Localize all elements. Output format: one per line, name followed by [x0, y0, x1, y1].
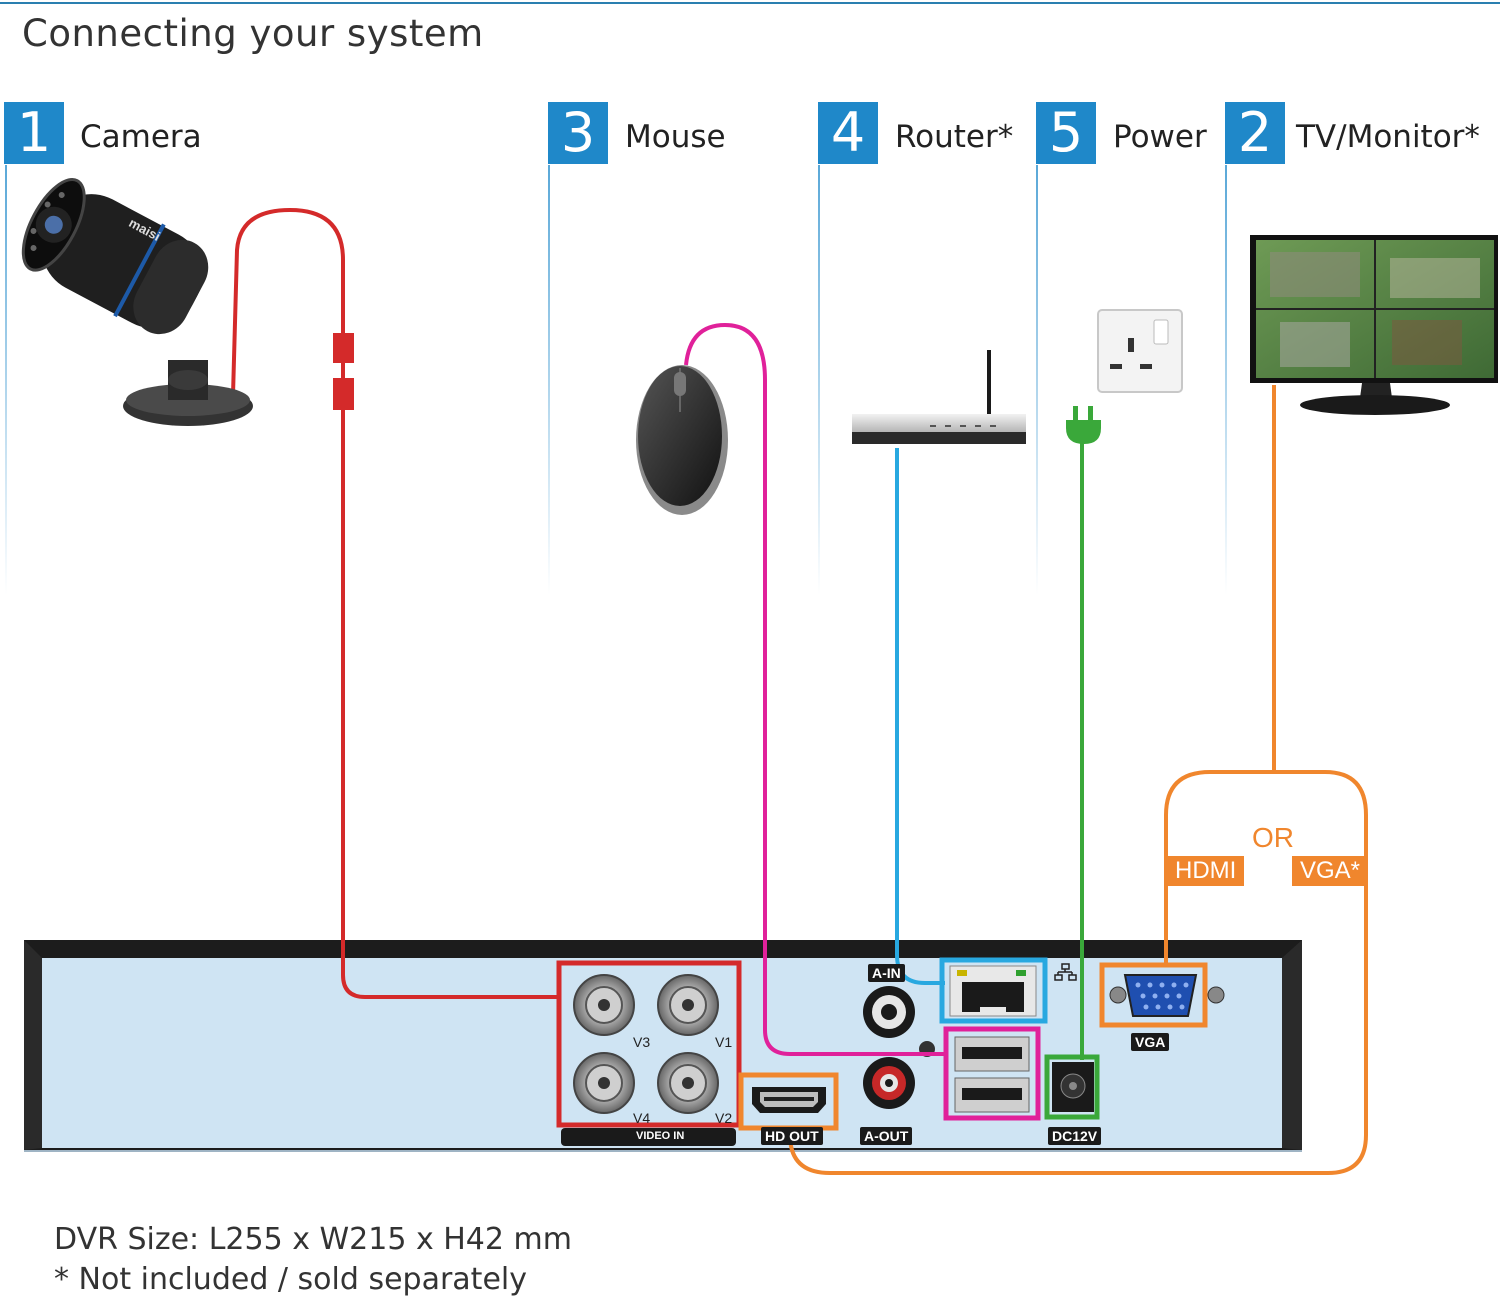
a-out-jack: [863, 1057, 915, 1109]
page-title: Connecting your system: [22, 12, 484, 55]
vga-port: [1109, 974, 1225, 1017]
step-number-router: 4: [818, 102, 878, 164]
mouse-device: [636, 365, 728, 515]
vga-tag: VGA*: [1292, 856, 1369, 886]
guide-line-router: [818, 165, 820, 595]
network-icon: [1054, 963, 1077, 981]
lan-port: [949, 965, 1037, 1017]
power-plug-icon: [1066, 406, 1101, 444]
step-label-mouse: Mouse: [625, 119, 726, 155]
router-cable: [895, 448, 945, 985]
step-label-camera: Camera: [80, 119, 202, 155]
step-number-mouse: 3: [548, 102, 608, 164]
step-label-monitor: TV/Monitor*: [1296, 119, 1480, 155]
a-out-label: A-OUT: [860, 1127, 913, 1145]
step-number-monitor: 2: [1225, 102, 1285, 164]
guide-line-power: [1036, 165, 1038, 595]
bnc-v3: [573, 974, 635, 1036]
step-label-router: Router*: [895, 119, 1014, 155]
vga-highlight: [1099, 962, 1208, 1028]
camera-connector-bottom: [333, 378, 354, 410]
video-in-highlight: [556, 960, 742, 1128]
monitor-cable-loop: [788, 770, 1368, 1175]
lan-highlight: [939, 957, 1048, 1024]
v4-label: V4: [633, 1110, 651, 1126]
or-label: OR: [1252, 822, 1294, 853]
step-number-power: 5: [1036, 102, 1096, 164]
guide-line-mouse: [548, 165, 550, 595]
video-in-label: VIDEO IN: [636, 1130, 685, 1142]
v2-label: V2: [715, 1110, 733, 1126]
monitor-device: [1250, 235, 1498, 415]
step-label-power: Power: [1113, 119, 1207, 155]
v3-label: V3: [633, 1034, 651, 1050]
hd-out-label: HD OUT: [761, 1127, 823, 1145]
bnc-connectors: [573, 974, 719, 1114]
dc-jack: [1052, 1062, 1094, 1112]
camera-connector-top: [333, 333, 354, 363]
camera-device: [21, 177, 253, 426]
guide-line-monitor: [1225, 165, 1227, 595]
router-device: [852, 350, 1026, 444]
dvr-recorder: [24, 940, 1302, 1152]
guide-line-camera: [5, 165, 7, 595]
dvr-size-text: DVR Size: L255 x W215 x H42 mm: [54, 1222, 572, 1257]
mouse-cable: [684, 322, 948, 1056]
usb-highlight: [943, 1026, 1041, 1121]
dc12v-label: DC12V: [1048, 1127, 1102, 1145]
bnc-v4: [573, 1052, 635, 1114]
camera-cable: [231, 207, 560, 999]
a-in-label: A-IN: [868, 964, 905, 982]
a-in-jack: [863, 986, 915, 1038]
video-in-label-bar: [561, 1128, 736, 1146]
dc-highlight: [1044, 1054, 1100, 1120]
bnc-v2: [657, 1052, 719, 1114]
power-socket: [1097, 309, 1183, 393]
usb-ports: [954, 1036, 1030, 1113]
vga-port-label: VGA: [1131, 1033, 1170, 1051]
hdmi-tag: HDMI: [1167, 856, 1245, 886]
v1-label: V1: [715, 1034, 733, 1050]
step-number-camera: 1: [4, 102, 64, 164]
bnc-v1: [657, 974, 719, 1036]
hdmi-port: [752, 1087, 826, 1113]
not-included-note: * Not included / sold separately: [54, 1262, 527, 1297]
